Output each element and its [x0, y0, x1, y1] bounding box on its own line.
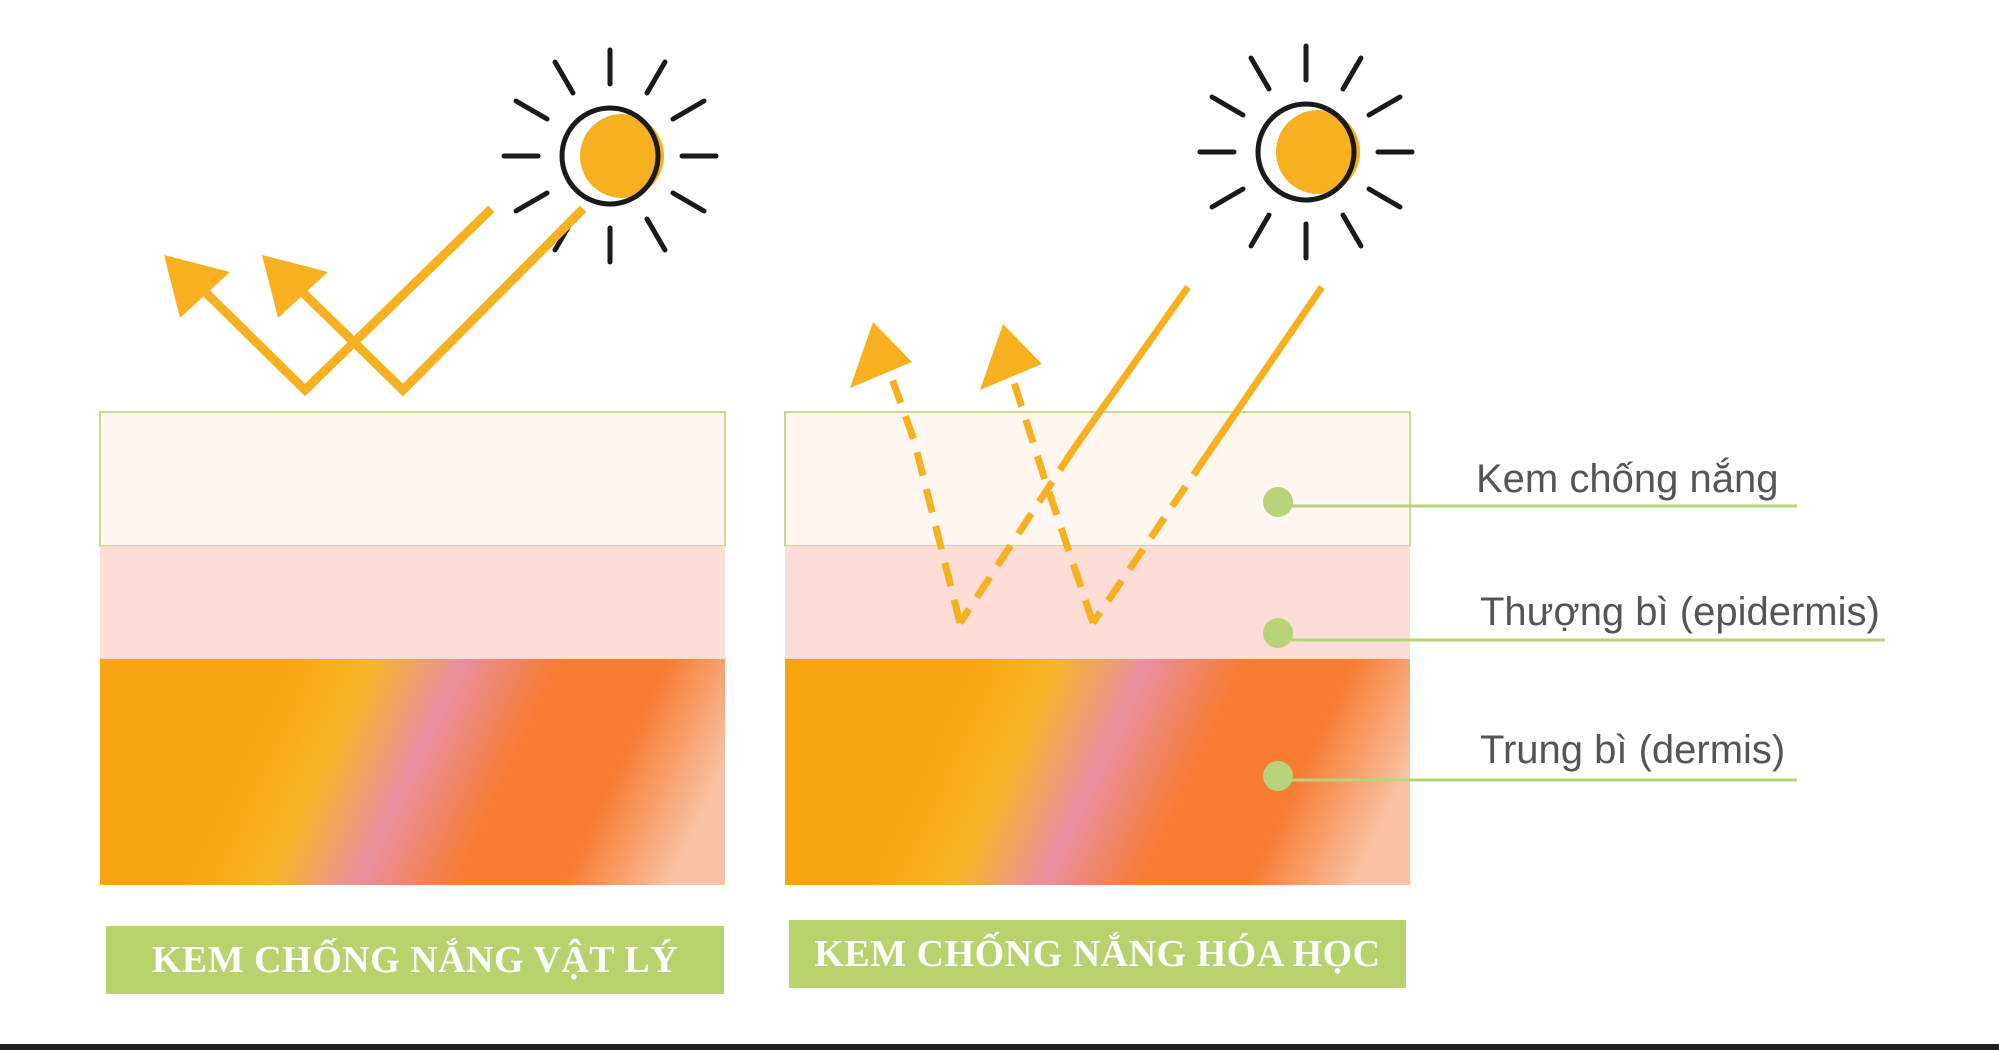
label-pointers: [1263, 487, 1885, 791]
incoming-rays: [1070, 284, 1325, 457]
ray-arrowhead: [164, 255, 230, 318]
epidermis-layer: [100, 546, 725, 659]
label-dermis: Trung bì (dermis): [1480, 728, 1786, 772]
label-sunscreen: Kem chống nắng: [1476, 457, 1779, 501]
sunscreen-layer: [784, 411, 1411, 547]
sun-icon: [501, 47, 719, 265]
dermis-layer: [100, 659, 725, 885]
sunscreen-layer: [99, 411, 726, 547]
dermis-layer: [785, 659, 1410, 885]
label-epidermis: Thượng bì (epidermis): [1480, 590, 1880, 634]
sun-icon: [1197, 43, 1415, 261]
epidermis-layer: [785, 546, 1410, 659]
bottom-border: [0, 1044, 1999, 1050]
banner-chemical-sunscreen: KEM CHỐNG NẮNG HÓA HỌC: [789, 920, 1406, 988]
ray-arrowhead: [980, 324, 1042, 390]
panel-physical: [99, 47, 726, 885]
reflected-rays: [188, 205, 587, 397]
absorbed-rays: [876, 343, 1210, 625]
ray-arrowhead: [262, 255, 328, 318]
banner-physical-sunscreen: KEM CHỐNG NẮNG VẬT LÝ: [106, 926, 724, 994]
ray-arrowhead: [850, 322, 912, 388]
panel-chemical: [784, 43, 1885, 885]
